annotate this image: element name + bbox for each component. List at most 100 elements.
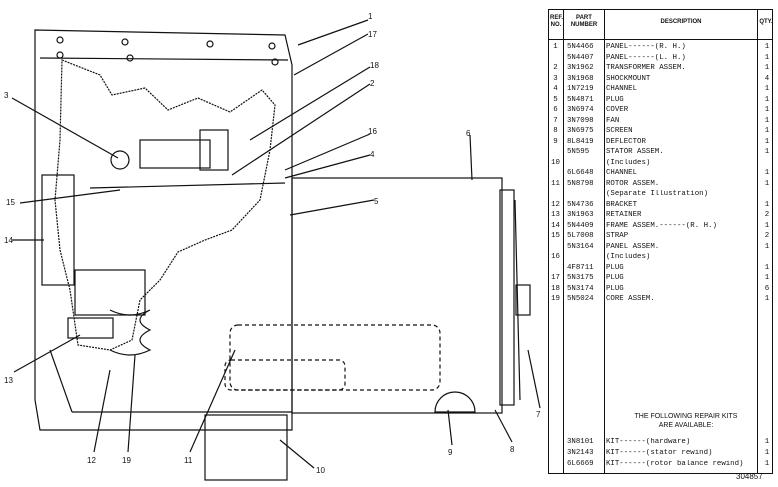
core-assem [109,309,152,356]
shockmount [110,150,130,170]
callout-15: 15 [6,198,15,207]
row-ref: 2 [553,64,558,72]
frame [41,174,75,286]
panel-outline [34,29,293,431]
row-description: (Includes) [606,158,651,167]
row-description: STRAP [606,232,629,240]
row-qty: 1 [764,169,770,177]
row-part-number: 5N4466 [567,43,594,51]
callout-2: 2 [370,79,375,88]
row-ref: 15 [551,232,560,240]
callout-5: 5 [374,197,379,206]
row-description: (Separate Illustration) [606,190,709,198]
kit-qty: 1 [764,449,770,457]
row-description: PLUG [606,274,624,282]
kit-description: KIT------(rotor balance rewind) [606,460,744,468]
kit-description: KIT------(stator rewind) [606,449,713,457]
row-part-number: 8L8419 [567,137,594,146]
table-row: 10 (Includes) [549,159,772,167]
callout-12: 12 [87,456,96,465]
row-qty: 6 [764,284,770,293]
row-description: PANEL------(R. H.) [606,43,686,51]
callout-7: 7 [536,410,541,419]
kit-part-number: 3N8101 [567,438,594,446]
callout-8: 8 [510,445,515,454]
row-qty: 1 [764,137,770,146]
row-ref: 10 [551,158,560,167]
row-qty: 1 [764,242,770,251]
row-ref: 19 [551,295,560,303]
kit-qty: 1 [764,460,770,468]
row-description: SHOCKMOUNT [606,74,651,83]
row-part-number: 3N1963 [567,211,594,219]
callout-16: 16 [368,127,377,136]
core-base [204,414,288,481]
row-qty: 1 [764,116,770,125]
row-ref: 3 [553,74,558,83]
row-description: TRANSFORMER ASSEM. [606,64,686,72]
table-row: 6L6648 CHANNEL 1 [549,169,772,177]
row-description: FAN [606,116,620,125]
row-description: STATOR ASSEM. [606,148,664,156]
row-ref: 6 [553,106,558,114]
column-divider [563,10,564,473]
row-part-number: 5N5024 [567,295,594,303]
row-description: PLUG [606,263,624,272]
table-row: 7 3N7098 FAN 1 [549,117,772,125]
row-part-number: 3N6974 [567,106,594,114]
callout-19: 19 [122,456,131,465]
row-part-number: 5N4871 [567,95,594,104]
row-ref: 7 [553,116,558,125]
row-description: COVER [606,106,629,114]
table-row: (Separate Illustration) [549,190,772,198]
row-part-number: 6L6648 [567,169,594,177]
row-qty: 1 [764,179,770,188]
callout-13: 13 [4,376,13,385]
fan [515,284,531,316]
row-part-number: 5N4409 [567,221,594,230]
row-description: PLUG [606,284,624,293]
row-description: CHANNEL [606,169,638,177]
row-ref: 12 [551,200,560,209]
row-part-number: 3N1968 [567,74,594,83]
row-part-number: 5N3175 [567,274,594,282]
row-description: PANEL------(L. H.) [606,53,686,62]
row-qty: 1 [764,200,770,209]
row-ref: 9 [553,137,558,146]
row-description: FRAME ASSEM.------(R. H.) [606,221,717,230]
row-part-number: 3N7098 [567,116,594,125]
row-part-number: 1N7219 [567,85,594,93]
callout-17: 17 [368,30,377,39]
row-description: ROTOR ASSEM. [606,179,660,188]
row-qty: 1 [764,64,770,72]
kit-qty: 1 [764,438,770,446]
deflector [434,391,476,413]
row-ref: 5 [553,95,558,104]
row-description: CHANNEL [606,85,638,93]
row-qty: 1 [764,106,770,114]
row-part-number: 5N4407 [567,53,594,62]
row-part-number: 5N8798 [567,179,594,188]
row-qty: 1 [764,85,770,93]
row-description: PANEL ASSEM. [606,242,660,251]
repair-kits-note-line1: THE FOLLOWING REPAIR KITS [634,413,738,420]
row-description: CORE ASSEM. [606,295,655,303]
row-description: SCREEN [606,127,633,135]
row-ref: 1 [553,43,558,51]
callout-11: 11 [184,456,193,465]
retainer [67,317,114,339]
